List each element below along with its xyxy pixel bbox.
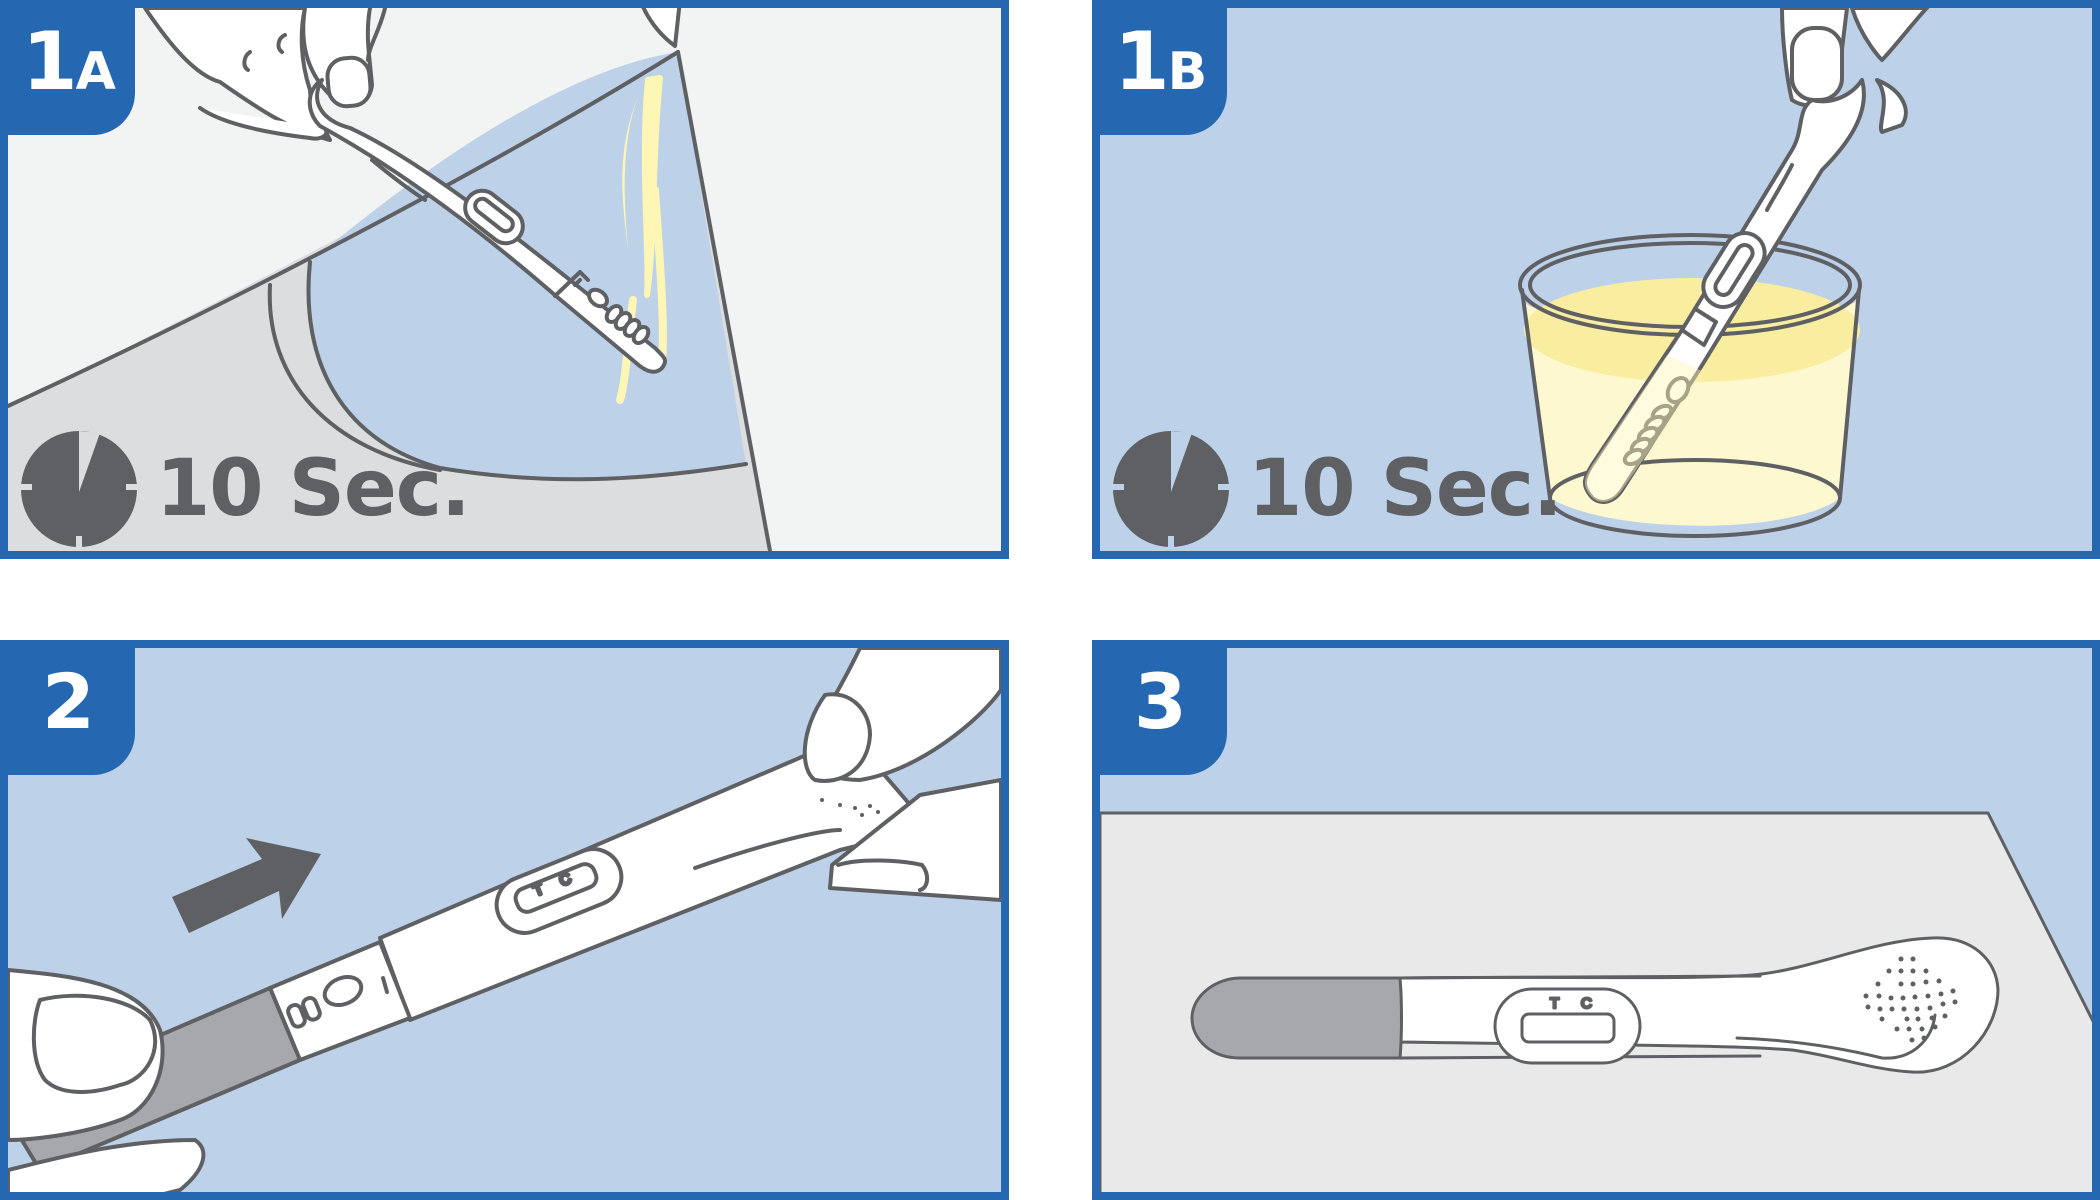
clock-icon	[1112, 431, 1230, 548]
step-number: 1	[1114, 15, 1170, 108]
timer-label: 10 Sec.	[156, 444, 471, 534]
timer-indicator-1a: 10 Sec.	[20, 424, 471, 551]
timer-label: 10 Sec.	[1248, 444, 1563, 534]
recap-illustration: T C	[8, 648, 1001, 1192]
arrow-right-up-icon	[172, 838, 321, 933]
panel-1a: 1A	[0, 0, 1009, 559]
step-badge-2: 2	[8, 648, 135, 775]
panel-1b: 1B	[1092, 0, 2100, 559]
timer-indicator-1b: 10 Sec.	[1112, 424, 1563, 551]
step-number: 1	[22, 15, 78, 108]
result-illustration: T C	[1100, 811, 2092, 1192]
step-number: 3	[1134, 657, 1187, 746]
panel-2: 2 T C	[0, 640, 1009, 1200]
panel-3: 3 T C	[1092, 640, 2100, 1200]
cup-illustration	[1518, 8, 1929, 538]
control-line-label: C	[1581, 995, 1592, 1012]
step-number: 2	[42, 657, 95, 746]
test-line-label: T	[1550, 995, 1559, 1012]
grip-dots	[1863, 956, 1958, 1043]
toilet-illustration	[8, 8, 772, 551]
step-badge-1b: 1B	[1100, 8, 1227, 135]
step-letter: A	[75, 42, 116, 102]
step-badge-1a: 1A	[8, 8, 135, 135]
step-badge-3: 3	[1100, 648, 1227, 775]
step-letter: B	[1167, 42, 1208, 102]
clock-icon	[20, 431, 138, 548]
